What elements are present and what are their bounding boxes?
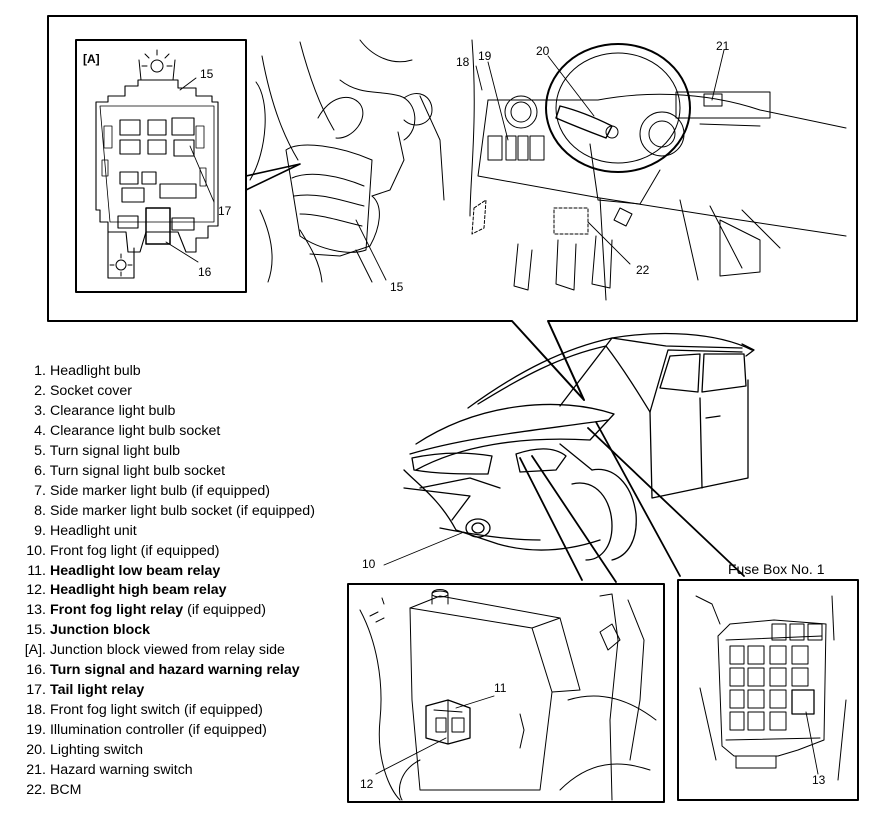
legend-item: 13. Front fog light relay (if equipped) <box>18 601 315 621</box>
inset-label: [A] <box>83 52 100 66</box>
legend-item: 10. Front fog light (if equipped) <box>18 542 315 562</box>
legend-item: 8. Side marker light bulb socket (if equ… <box>18 502 315 522</box>
legend-item-label: Front fog light (if equipped) <box>49 542 220 559</box>
legend-item: 19. Illumination controller (if equipped… <box>18 721 315 741</box>
legend-item-number: 8. <box>34 502 46 519</box>
legend-item-number: 19. <box>26 722 46 739</box>
legend-item: 18. Front fog light switch (if equipped) <box>18 701 315 721</box>
legend-item-label: Clearance light bulb <box>49 402 176 419</box>
dashboard-panel: [A] 15 17 16 15 18 19 20 21 22 <box>47 15 858 401</box>
legend-item-label: Headlight bulb <box>49 363 141 379</box>
legend-item-number: 9. <box>34 522 46 539</box>
callout-19: 19 <box>478 49 492 63</box>
callout-16: 16 <box>198 265 212 279</box>
legend-item-label: Junction block viewed from relay side <box>49 642 285 659</box>
callout-15-relay-side: 15 <box>200 67 214 81</box>
callout-20: 20 <box>536 44 550 58</box>
callout-15-junction-block: 15 <box>390 280 404 294</box>
legend-item-label: Headlight high beam relay <box>49 582 227 599</box>
legend-item-number: 6. <box>34 462 46 479</box>
legend-item-label: Front fog light switch (if equipped) <box>49 702 263 719</box>
legend-item: 9. Headlight unit <box>18 522 315 542</box>
legend-item: 7. Side marker light bulb (if equipped) <box>18 482 315 502</box>
fuse-box-title: Fuse Box No. 1 <box>728 561 825 577</box>
legend-item-number: 20. <box>26 742 46 759</box>
legend-item: 4. Clearance light bulb socket <box>18 422 315 442</box>
legend-item: 15. Junction block <box>18 621 315 641</box>
callout-17: 17 <box>218 204 232 218</box>
legend-item: 2. Socket cover <box>18 382 315 402</box>
legend-item: 22. BCM <box>18 781 315 801</box>
legend-item-number: 21. <box>26 762 46 779</box>
legend-item-label: Socket cover <box>49 382 132 399</box>
callout-10: 10 <box>362 557 376 571</box>
junction-block-inset <box>75 39 247 293</box>
legend-item-number: 17. <box>26 682 46 699</box>
legend-item: 6. Turn signal light bulb socket <box>18 462 315 482</box>
legend-item: 17. Tail light relay <box>18 681 315 701</box>
legend-item-number: 3. <box>34 402 46 419</box>
fuse-box-panel: Fuse Box No. 1 13 <box>677 561 859 801</box>
legend-item-label: Junction block <box>49 622 151 639</box>
legend-item-number: 1. <box>34 363 46 379</box>
legend-item: 1. Headlight bulb <box>18 362 315 382</box>
callout-22: 22 <box>636 263 650 277</box>
vehicle-sketch <box>383 332 755 583</box>
harness-sketch <box>249 39 445 283</box>
callout-21: 21 <box>716 39 730 53</box>
legend-item-number: 15. <box>26 622 46 639</box>
legend-item-number: [A]. <box>24 642 46 659</box>
legend-item-label: Side marker light bulb socket (if equipp… <box>49 502 315 519</box>
legend-item: [A]. Junction block viewed from relay si… <box>18 641 315 661</box>
legend-item-label: Headlight low beam relay <box>49 562 221 579</box>
legend-item: 5. Turn signal light bulb <box>18 442 315 462</box>
legend-item-number: 13. <box>26 602 46 619</box>
callout-12: 12 <box>360 777 374 791</box>
legend-item: 20. Lighting switch <box>18 741 315 761</box>
legend-item-label: Turn signal light bulb <box>49 442 181 459</box>
legend-item-number: 18. <box>26 702 46 719</box>
legend-item-number: 10. <box>26 542 46 559</box>
legend-item-number: 16. <box>26 662 46 679</box>
legend-item-suffix: (if equipped) <box>183 602 266 619</box>
legend-item: 12. Headlight high beam relay <box>18 581 315 601</box>
callout-13: 13 <box>812 773 826 787</box>
legend-item-label: Tail light relay <box>49 682 145 699</box>
legend-item-number: 7. <box>34 482 46 499</box>
callout-18: 18 <box>456 55 470 69</box>
legend-item-label: Side marker light bulb (if equipped) <box>49 482 270 499</box>
legend-item: 21. Hazard warning switch <box>18 761 315 781</box>
legend-item-label: Front fog light relay <box>49 602 184 619</box>
legend-item-label: Headlight unit <box>49 522 137 539</box>
legend-item-label: Turn signal and hazard warning relay <box>49 662 300 679</box>
legend-item: 11. Headlight low beam relay <box>18 562 315 582</box>
dashboard-sketch <box>469 39 847 301</box>
legend-item-label: Illumination controller (if equipped) <box>49 722 267 739</box>
legend-item-number: 5. <box>34 442 46 459</box>
legend-item: 3. Clearance light bulb <box>18 402 315 422</box>
legend-item-label: Clearance light bulb socket <box>49 422 221 439</box>
legend-item-number: 22. <box>26 782 46 799</box>
legend-item-label: BCM <box>49 782 82 799</box>
legend-item-number: 4. <box>34 422 46 439</box>
legend-item-label: Lighting switch <box>49 742 144 759</box>
legend-item-label: Hazard warning switch <box>49 762 193 779</box>
legend-item-number: 11. <box>27 562 46 579</box>
callout-11: 11 <box>494 681 507 695</box>
legend-item-number: 2. <box>34 382 46 399</box>
legend-item: 16. Turn signal and hazard warning relay <box>18 661 315 681</box>
legend-item-number: 12. <box>26 582 46 599</box>
engine-room-panel: 11 12 <box>347 583 665 803</box>
legend-item-label: Turn signal light bulb socket <box>49 462 226 479</box>
